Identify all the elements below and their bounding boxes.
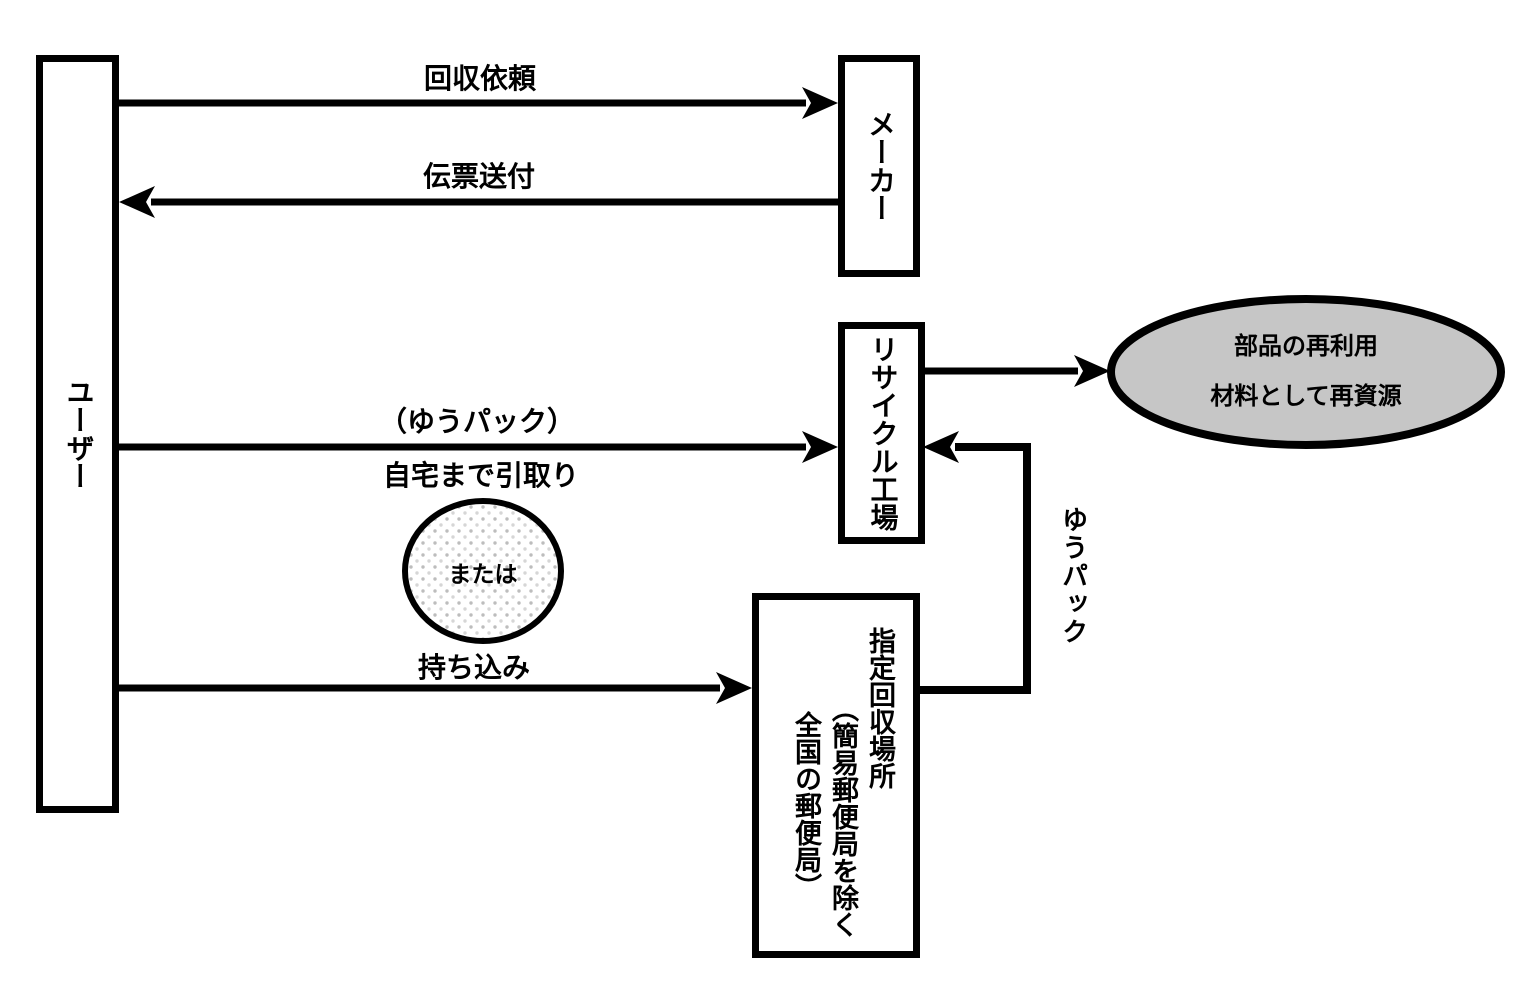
- edge-label-bring-in: 持ち込み: [417, 653, 531, 684]
- reuse-line2: 材料として再資源: [1210, 384, 1402, 410]
- node-collection-point-label: 指定回収場所 （簡易郵便局を除く 全国の郵便局）: [759, 600, 913, 951]
- edge-factory-reuse-arrowhead: [1074, 355, 1110, 387]
- collection-point-line1: 指定回収場所: [865, 627, 895, 789]
- node-recycle-factory: リサイクル工場: [838, 322, 925, 544]
- reuse-ellipse-label: 部品の再利用 材料として再資源: [1210, 322, 1401, 422]
- or-circle: [402, 498, 564, 644]
- edge-label-collection-request: 回収依頼: [423, 64, 537, 95]
- node-maker: メーカー: [838, 55, 920, 277]
- node-collection-point: 指定回収場所 （簡易郵便局を除く 全国の郵便局）: [752, 593, 920, 958]
- edge-yupack-arrowhead: [923, 431, 959, 463]
- edge-yupack-connector: [918, 443, 1031, 694]
- edge-label-slip-sending: 伝票送付: [422, 162, 536, 193]
- collection-point-line3: 全国の郵便局）: [791, 711, 821, 900]
- or-circle-label: または: [448, 562, 518, 587]
- edge-bring-in-arrowhead: [716, 672, 752, 704]
- node-user-label: ユーザー: [62, 378, 94, 490]
- edge-home-pickup-arrowhead: [802, 431, 838, 463]
- reuse-line1: 部品の再利用: [1234, 334, 1378, 360]
- edge-slip-sending-arrowhead: [119, 186, 155, 218]
- edge-label-yupack: ゆうパック: [1058, 506, 1088, 646]
- node-user: ユーザー: [36, 55, 119, 813]
- reuse-ellipse: [1107, 295, 1505, 449]
- node-recycle-factory-label: リサイクル工場: [866, 335, 898, 531]
- edge-label-home-pickup: 自宅まで引取り: [382, 461, 580, 492]
- collection-point-line2: （簡易郵便局を除く: [828, 695, 858, 938]
- edge-label-yupack-paren: （ゆうパック）: [378, 407, 576, 438]
- edge-collection-request-arrowhead: [802, 87, 838, 119]
- node-maker-label: メーカー: [864, 110, 895, 222]
